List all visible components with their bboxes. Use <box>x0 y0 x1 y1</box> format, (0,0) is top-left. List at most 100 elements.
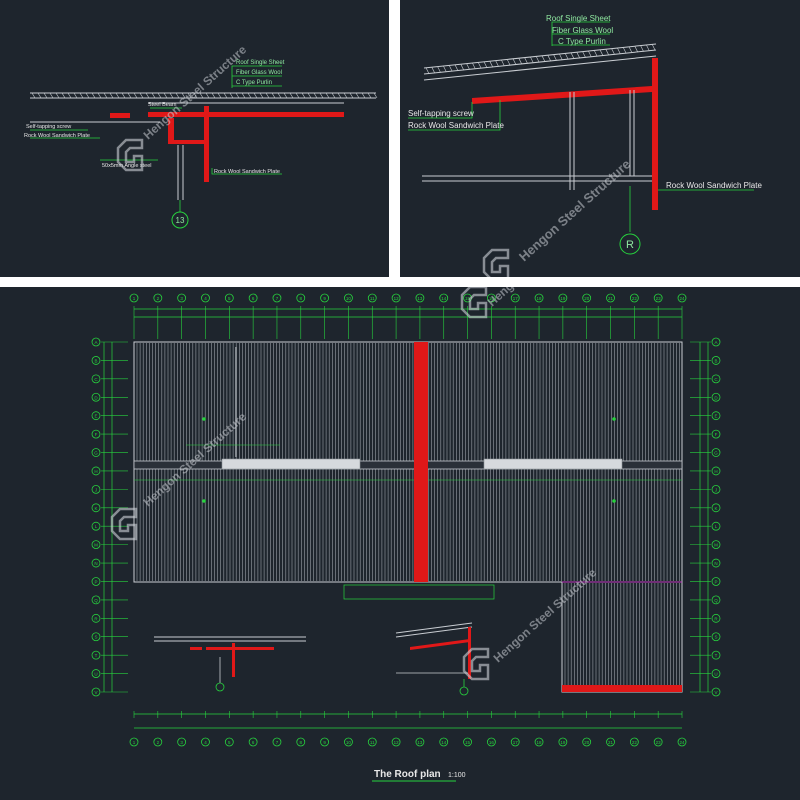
axis-label-side: M <box>94 543 98 548</box>
axis-label-side: H <box>714 469 717 474</box>
axis-label-top: 22 <box>632 740 638 745</box>
axis-label-top: 14 <box>441 740 447 745</box>
column-right <box>652 58 658 210</box>
axis-label-top: 9 <box>323 296 326 301</box>
detail-drawing-right: Roof Single Sheet Fiber Glass Wool C Typ… <box>408 14 762 277</box>
label-self-tapping-screw-r: Self-tapping screw <box>408 109 474 118</box>
wing-gutter-red <box>562 685 682 692</box>
axis-label-top: 8 <box>300 296 303 301</box>
label-rock-wool-plate-r: Rock Wool Sandwich Plate <box>408 121 504 130</box>
axis-label-side: L <box>715 524 718 529</box>
axis-label-side: G <box>714 451 718 456</box>
axis-label-top: 8 <box>300 740 303 745</box>
axis-label-top: 15 <box>465 296 471 301</box>
axis-label-top: 4 <box>204 296 207 301</box>
roof-wing-outline <box>561 581 683 693</box>
detail-marker-label-right: R <box>626 239 634 251</box>
axis-label-side: F <box>95 432 98 437</box>
detail-panel-right: Roof Single Sheet Fiber Glass Wool C Typ… <box>400 0 800 277</box>
axis-label-top: 16 <box>489 740 495 745</box>
hengon-logo-icon <box>116 138 144 172</box>
hengon-logo-icon <box>460 287 488 319</box>
label-fiber-glass-wool: Fiber Glass Wool <box>236 70 282 76</box>
axis-label-side: B <box>94 358 97 363</box>
label-angle-steel: 50x5mm Angle steel <box>102 163 152 169</box>
axis-label-top: 20 <box>584 740 590 745</box>
skylight-left <box>221 458 361 470</box>
axis-label-side: A <box>94 340 97 345</box>
axis-label-top: 16 <box>489 296 495 301</box>
axis-label-top: 18 <box>537 740 543 745</box>
label-roof-single-sheet: Roof Single Sheet <box>236 60 285 66</box>
axis-label-side: E <box>94 414 97 419</box>
axis-label-side: A <box>714 340 717 345</box>
axis-label-top: 24 <box>679 296 685 301</box>
steel-beam-left <box>148 112 344 117</box>
axis-label-side: M <box>714 543 718 548</box>
hengon-logo-icon <box>110 507 138 541</box>
axis-label-side: U <box>714 672 717 677</box>
axis-label-top: 3 <box>180 740 183 745</box>
axis-label-side: Q <box>714 598 718 603</box>
bracket-left <box>168 118 174 142</box>
roof-sheet-right <box>423 43 657 81</box>
axis-label-top: 13 <box>417 740 423 745</box>
axis-label-top: 17 <box>513 296 519 301</box>
axis-label-top: 18 <box>537 296 543 301</box>
axis-label-top: 6 <box>252 740 255 745</box>
roof-wing-ribs <box>564 583 681 685</box>
leaders-right <box>408 21 754 232</box>
axis-label-side: C <box>94 377 98 382</box>
axis-label-side: P <box>94 579 97 584</box>
axis-label-top: 1 <box>133 296 136 301</box>
axis-label-side: F <box>715 432 718 437</box>
axis-label-side: L <box>95 524 98 529</box>
leaders-left <box>30 65 282 212</box>
label-rock-wool-plate: Rock Wool Sandwich Plate <box>24 133 90 139</box>
axis-label-top: 19 <box>560 740 566 745</box>
axis-label-top: 23 <box>656 740 662 745</box>
axis-label-top: 12 <box>394 740 400 745</box>
axis-label-side: K <box>714 506 717 511</box>
axis-label-top: 2 <box>157 740 160 745</box>
axis-label-top: 11 <box>370 296 375 301</box>
axis-label-side: S <box>714 635 717 640</box>
axis-label-top: 7 <box>276 296 279 301</box>
axis-label-top: 14 <box>441 296 447 301</box>
axis-label-top: 23 <box>656 296 662 301</box>
hengon-logo-icon <box>462 647 490 681</box>
axis-label-side: K <box>94 506 97 511</box>
axis-label-side: U <box>94 672 97 677</box>
label-c-type-purlin-r: C Type Purlin <box>558 37 606 46</box>
mini-detail-left <box>154 636 306 692</box>
label-steel-beam: Steel Beam <box>148 102 177 108</box>
axis-label-top: 3 <box>180 296 183 301</box>
roof-sheet-left <box>30 92 378 99</box>
axis-label-top: 20 <box>584 296 590 301</box>
axis-label-top: 10 <box>346 296 352 301</box>
axis-label-top: 9 <box>323 740 326 745</box>
axis-label-side: H <box>94 469 97 474</box>
axis-label-side: R <box>714 616 718 621</box>
axis-label-side: Q <box>94 598 98 603</box>
label-roof-single-sheet-r: Roof Single Sheet <box>546 14 611 23</box>
hengon-logo-icon <box>482 248 510 277</box>
axis-label-top: 10 <box>346 740 352 745</box>
axis-label-top: 21 <box>608 296 614 301</box>
label-rock-wool-plate-lower-r: Rock Wool Sandwich Plate <box>666 181 762 190</box>
axis-label-top: 13 <box>417 296 423 301</box>
axis-label-side: P <box>714 579 717 584</box>
drain-markers <box>202 417 616 503</box>
axis-label-side: B <box>714 358 717 363</box>
bottom-gutter <box>343 584 495 600</box>
expansion-joint-red <box>414 342 428 582</box>
axis-label-side: E <box>714 414 717 419</box>
axis-label-top: 12 <box>394 296 400 301</box>
axis-label-top: 5 <box>228 296 231 301</box>
axis-label-top: 22 <box>632 296 638 301</box>
detail-marker-circle-right <box>619 233 641 255</box>
axis-label-top: 5 <box>228 740 231 745</box>
